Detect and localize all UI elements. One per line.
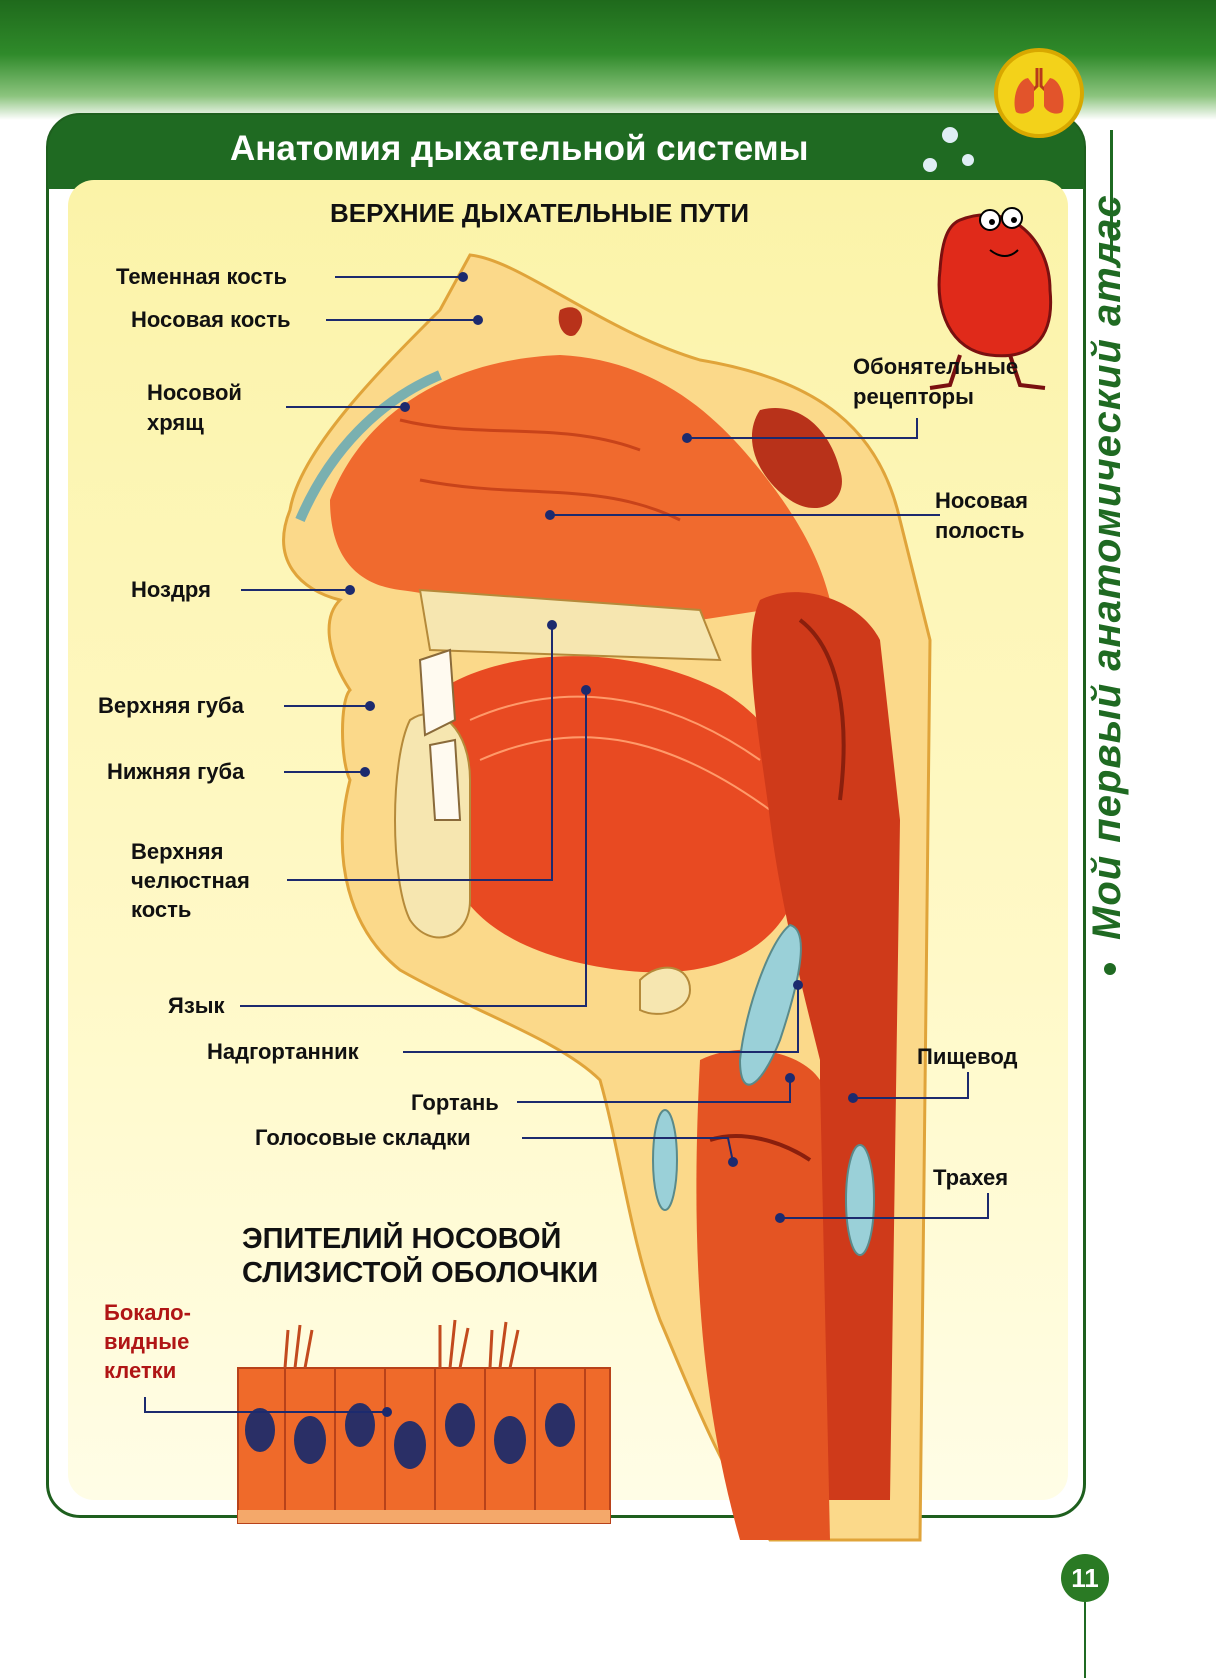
- label-goblet-1: Бокало-: [104, 1300, 191, 1325]
- side-title-dot: [1104, 963, 1116, 975]
- label-maxilla-3: кость: [131, 897, 192, 922]
- label-maxilla-1: Верхняя: [131, 839, 224, 864]
- label-nasal-cavity-2: полость: [935, 518, 1025, 543]
- hard-palate-shape: [418, 588, 722, 662]
- pharynx-shape: [751, 592, 900, 1500]
- page-title: Анатомия дыхательной системы: [230, 129, 809, 168]
- label-goblet-2: видные: [104, 1329, 190, 1354]
- title-bar: [48, 115, 1084, 189]
- label-nasal-bone: Носовая кость: [131, 307, 291, 332]
- side-title: Мой первый анатомический атлас: [1085, 194, 1129, 940]
- label-trachea: Трахея: [933, 1165, 1009, 1190]
- leader-dots: [345, 272, 858, 1417]
- nasal-cavity-shape: [330, 355, 830, 626]
- epiglottis-shape: [738, 923, 802, 1086]
- page-number-line: [1084, 1602, 1086, 1678]
- label-nasal-cartilage-1: Носовой: [147, 380, 242, 405]
- label-nasal-cavity-1: Носовая: [935, 488, 1029, 513]
- page-number: 11: [1061, 1554, 1109, 1602]
- label-vocal-folds: Голосовые складки: [255, 1125, 471, 1150]
- epithelium-title-line-1: ЭПИТЕЛИЙ НОСОВОЙ: [242, 1223, 562, 1255]
- olfactory-region-shape: [751, 408, 842, 509]
- label-maxilla-2: челюстная: [131, 868, 250, 893]
- side-title-line: [1110, 130, 1113, 260]
- label-goblet-3: клетки: [104, 1358, 177, 1383]
- label-nasal-cartilage-2: хрящ: [147, 410, 204, 435]
- label-nostril: Ноздря: [131, 577, 211, 602]
- label-esophagus: Пищевод: [917, 1044, 1018, 1069]
- tracheal-cartilage: [845, 1144, 875, 1256]
- upper-airways-title: ВЕРХНИЕ ДЫХАТЕЛЬНЫЕ ПУТИ: [330, 198, 750, 228]
- mascot-illustration: [923, 127, 1053, 390]
- leader-lines: [144, 276, 989, 1413]
- lungs-icon: [994, 48, 1084, 138]
- label-olfactory-2: рецепторы: [853, 384, 974, 409]
- larynx-shape: [696, 1049, 830, 1540]
- epithelium-title-line-2: СЛИЗИСТОЙ ОБОЛОЧКИ: [242, 1257, 599, 1289]
- label-parietal-bone: Теменная кость: [116, 264, 287, 289]
- epithelium-illustration: [237, 1319, 611, 1524]
- label-epiglottis: Надгортанник: [207, 1039, 359, 1064]
- upper-tooth-shape: [418, 648, 457, 737]
- label-upper-lip: Верхняя губа: [98, 693, 244, 718]
- tongue-shape: [429, 656, 803, 973]
- label-olfactory-1: Обонятельные: [853, 354, 1019, 379]
- epithelium-title: ЭПИТЕЛИЙ НОСОВОЙ СЛИЗИСТОЙ ОБОЛОЧКИ: [242, 1222, 598, 1290]
- label-larynx: Гортань: [411, 1090, 499, 1115]
- nasal-cartilage-shape: [295, 370, 442, 522]
- label-lower-lip: Нижняя губа: [107, 759, 245, 784]
- hyoid-shape: [639, 966, 692, 1015]
- lower-tooth-shape: [428, 738, 462, 821]
- label-tongue: Язык: [168, 993, 225, 1018]
